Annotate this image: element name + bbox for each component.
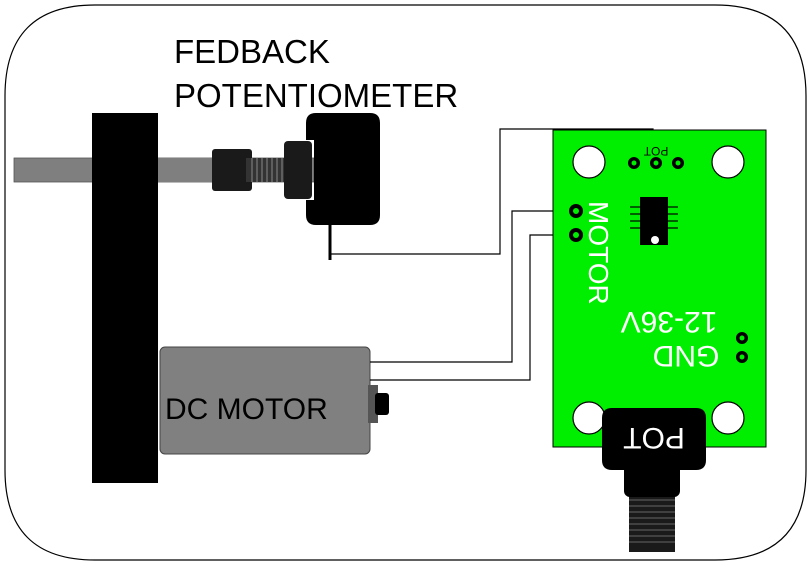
- power-pins: [736, 332, 748, 363]
- board-motor-label: MOTOR: [583, 201, 614, 305]
- mounting-hole: [572, 401, 606, 435]
- board-pot-knob-label: POT: [623, 421, 685, 454]
- feedback-pot-label-line2: POTENTIOMETER: [174, 77, 458, 114]
- mounting-hole: [572, 145, 606, 179]
- controller-board: [552, 129, 767, 552]
- dc-motor: [159, 346, 389, 455]
- board-pot-header-label: POT: [643, 144, 668, 158]
- board-pot-knob: [602, 408, 706, 552]
- mounting-bar: [92, 113, 158, 483]
- dc-motor-label: DC MOTOR: [165, 393, 328, 426]
- board-voltage-label: 12-36V: [621, 305, 718, 338]
- ic-chip: [630, 197, 678, 245]
- shaft-segment: [158, 158, 218, 182]
- feedback-pot-label-line1: FEDBACK: [174, 33, 330, 70]
- pot-header-pins: [628, 157, 684, 169]
- mounting-hole: [711, 145, 745, 179]
- mounting-hole: [711, 401, 745, 435]
- board-gnd-label: GND: [653, 339, 720, 372]
- motor-pins: [569, 204, 583, 242]
